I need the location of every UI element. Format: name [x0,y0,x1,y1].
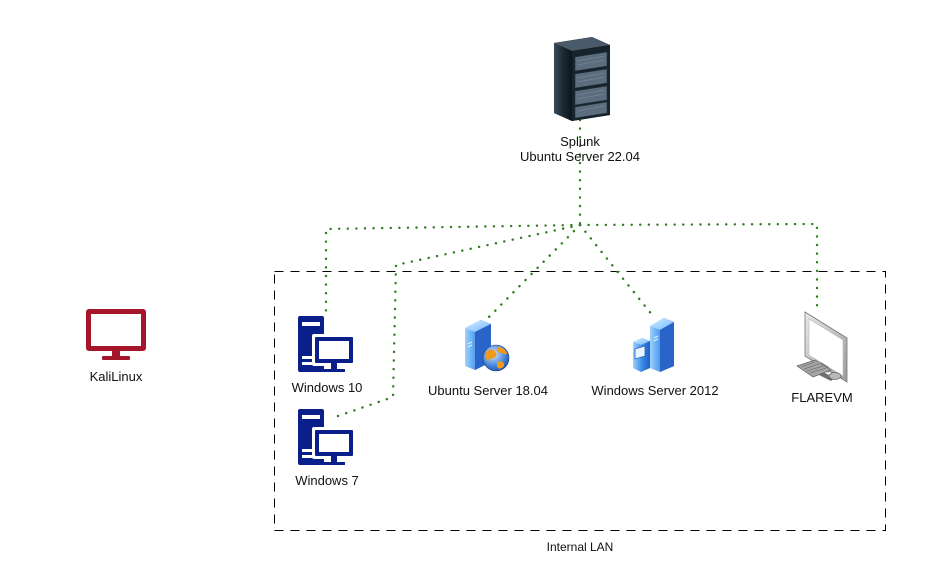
flarevm-label: FLAREVM [791,390,853,405]
splunk-label: Splunk Ubuntu Server 22.04 [520,134,640,164]
splunk-label-line1: Splunk [560,134,600,149]
link-splunk-winserver2012 [578,223,655,318]
monitor-icon[interactable] [86,309,146,360]
splunk-label-line2: Ubuntu Server 22.04 [520,149,640,164]
server-tower-icon[interactable] [633,318,674,372]
links [324,118,819,418]
desktop-pc-icon[interactable] [298,409,356,465]
workstation-icon[interactable] [796,311,848,383]
internal-lan-boundary [274,271,886,531]
internal-lan-label: Internal LAN [546,540,614,554]
winserver2012-label: Windows Server 2012 [591,383,719,398]
server-rack-icon[interactable] [554,37,610,121]
kali-label: KaliLinux [89,369,143,384]
link-splunk-flarevm [578,222,819,312]
web-server-icon[interactable] [465,320,510,372]
desktop-pc-icon[interactable] [298,316,356,372]
link-splunk-windows7 [336,223,582,418]
windows10-label: Windows 10 [291,380,363,395]
windows7-label: Windows 7 [295,473,359,488]
ubuntu1804-label: Ubuntu Server 18.04 [428,383,548,398]
